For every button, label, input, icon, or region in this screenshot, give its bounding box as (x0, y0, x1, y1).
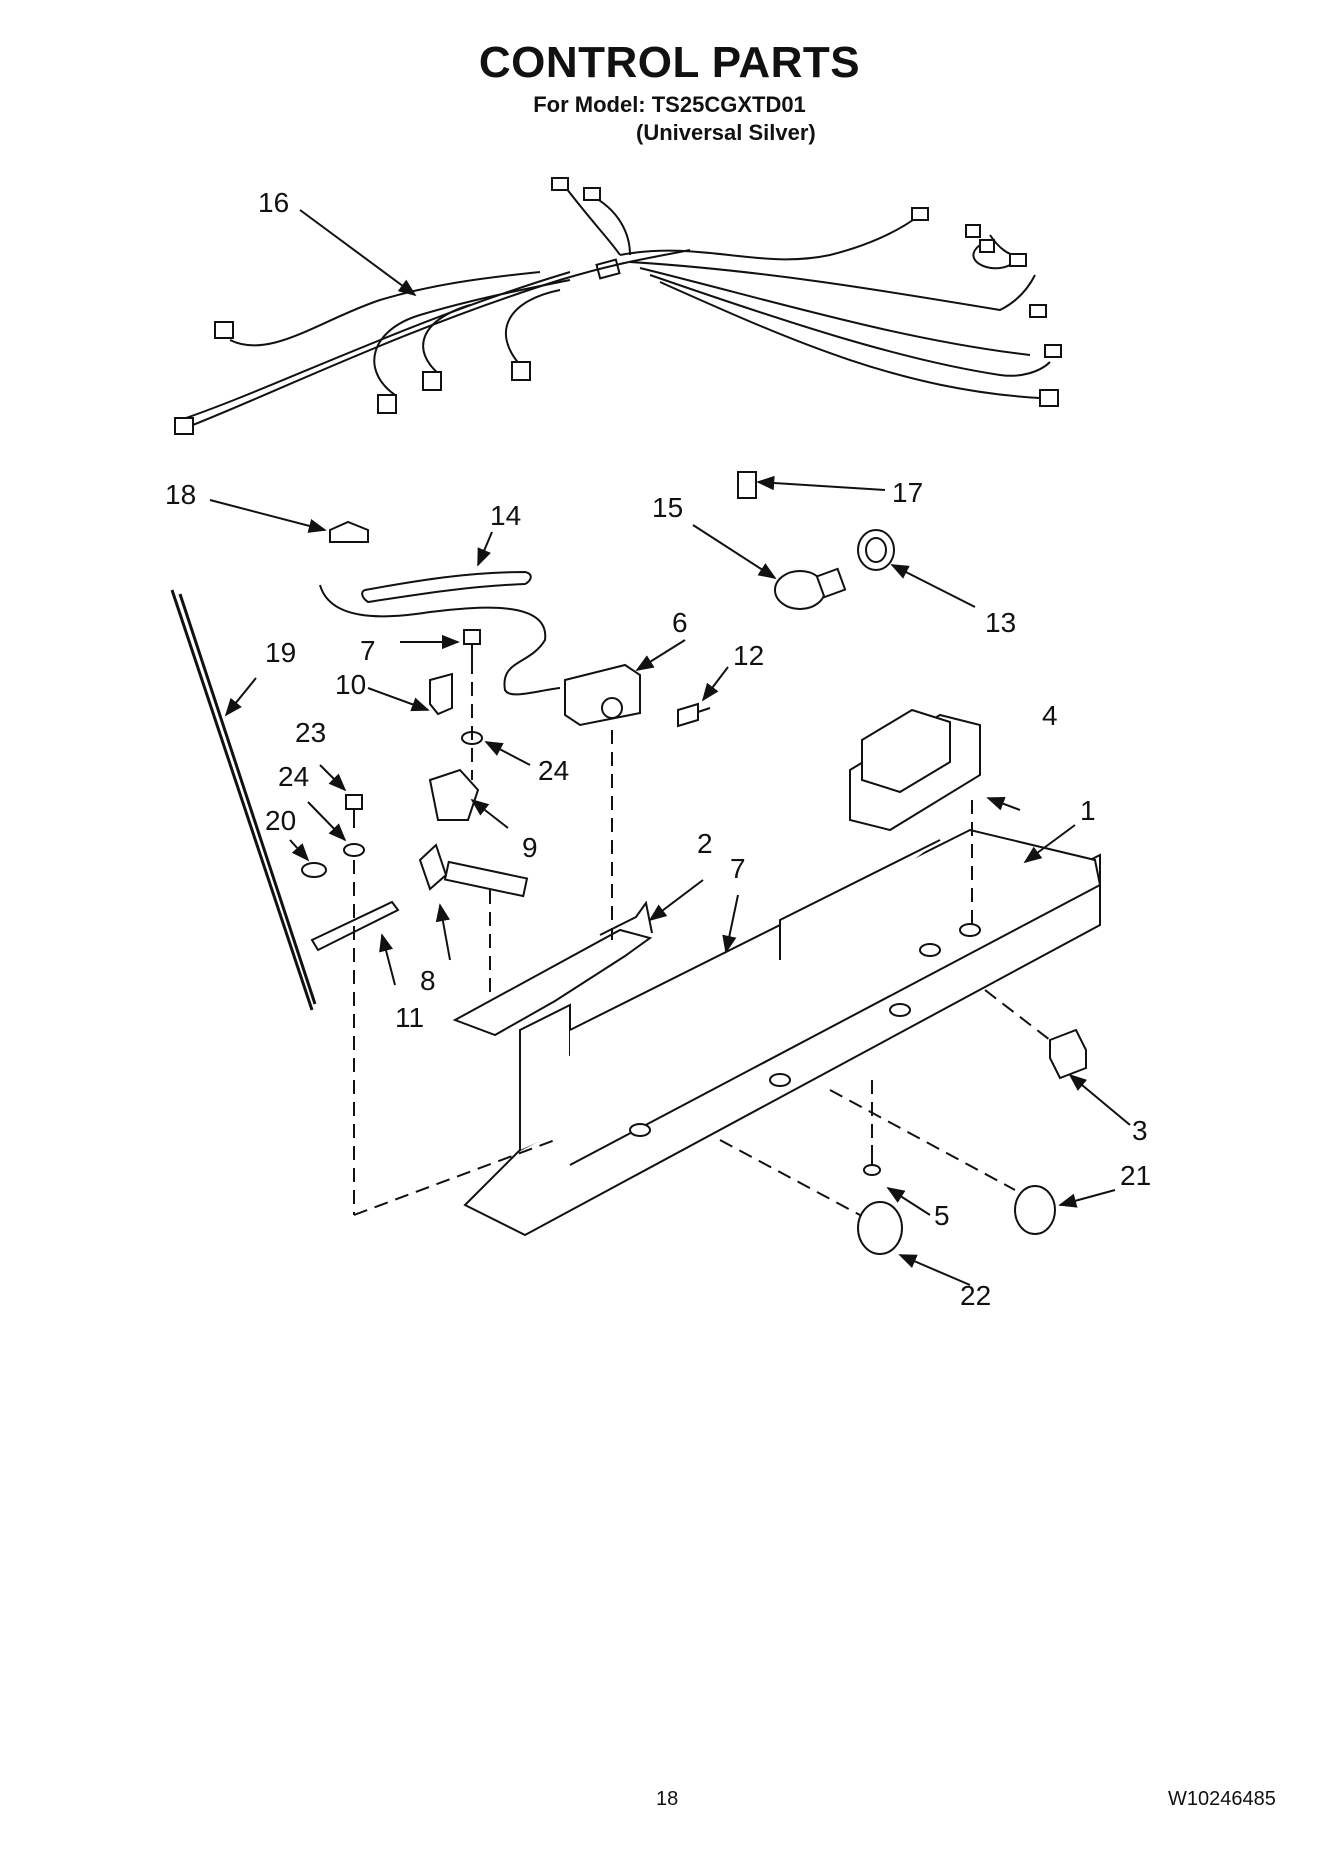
screw (345, 794, 363, 828)
callout-7-lower: 7 (730, 853, 746, 884)
relay-module (849, 708, 981, 832)
control-housing (463, 828, 1102, 1237)
leader-lines (209, 209, 1131, 1286)
callout-10: 10 (335, 669, 366, 700)
switch (1049, 1028, 1087, 1080)
control-bracket (429, 672, 453, 716)
washer (343, 843, 365, 857)
callout-18: 18 (165, 479, 196, 510)
button (857, 1201, 903, 1255)
alignment-lines (353, 660, 1051, 1216)
callout-11: 11 (395, 1002, 424, 1033)
actuator-rod (170, 589, 317, 1011)
callout-5: 5 (934, 1200, 950, 1231)
callout-6: 6 (672, 607, 688, 638)
callout-24-left: 24 (278, 761, 309, 792)
callout-22: 22 (960, 1280, 991, 1311)
cam (428, 768, 480, 821)
callout-4: 4 (1042, 700, 1058, 731)
callout-14: 14 (490, 500, 521, 531)
callout-1: 1 (1080, 795, 1096, 826)
capillary-wire (319, 584, 561, 696)
callout-17: 17 (892, 477, 923, 508)
capillary-tube (361, 570, 532, 604)
model-variant: (Universal Silver) (636, 120, 816, 145)
callout-16: 16 (258, 187, 289, 218)
callout-2: 2 (697, 828, 713, 859)
callout-24-right: 24 (538, 755, 569, 786)
button (1014, 1185, 1056, 1235)
page-number: 18 (656, 1788, 679, 1810)
callout-13: 13 (985, 607, 1016, 638)
callout-12: 12 (733, 640, 764, 671)
wire-clip-18 (329, 520, 369, 543)
callout-19: 19 (265, 637, 296, 668)
screw (463, 629, 481, 660)
callout-labels: 1 2 3 4 5 6 7 7 8 9 10 11 12 13 14 15 16… (165, 187, 1151, 1311)
callout-20: 20 (265, 805, 296, 836)
callout-3: 3 (1132, 1115, 1148, 1146)
thermostat (564, 663, 641, 727)
callout-15: 15 (652, 492, 683, 523)
screw (677, 702, 711, 728)
control-knob (418, 843, 529, 898)
callout-23: 23 (295, 717, 326, 748)
callout-8: 8 (420, 965, 436, 996)
screw (863, 1145, 881, 1176)
callout-21: 21 (1120, 1160, 1151, 1191)
wire-harness (179, 179, 1051, 431)
document-number: W10246485 (1168, 1788, 1276, 1810)
callout-7-upper: 7 (360, 635, 376, 666)
light-socket (857, 529, 895, 571)
wire-clip-17 (737, 471, 757, 499)
connector-group (174, 177, 1062, 435)
washer (301, 862, 327, 878)
model-number: For Model: TS25CGXTD01 (533, 92, 806, 117)
lamp-bulb (774, 567, 847, 610)
page-title: CONTROL PARTS (478, 38, 861, 87)
callout-9: 9 (522, 832, 538, 863)
